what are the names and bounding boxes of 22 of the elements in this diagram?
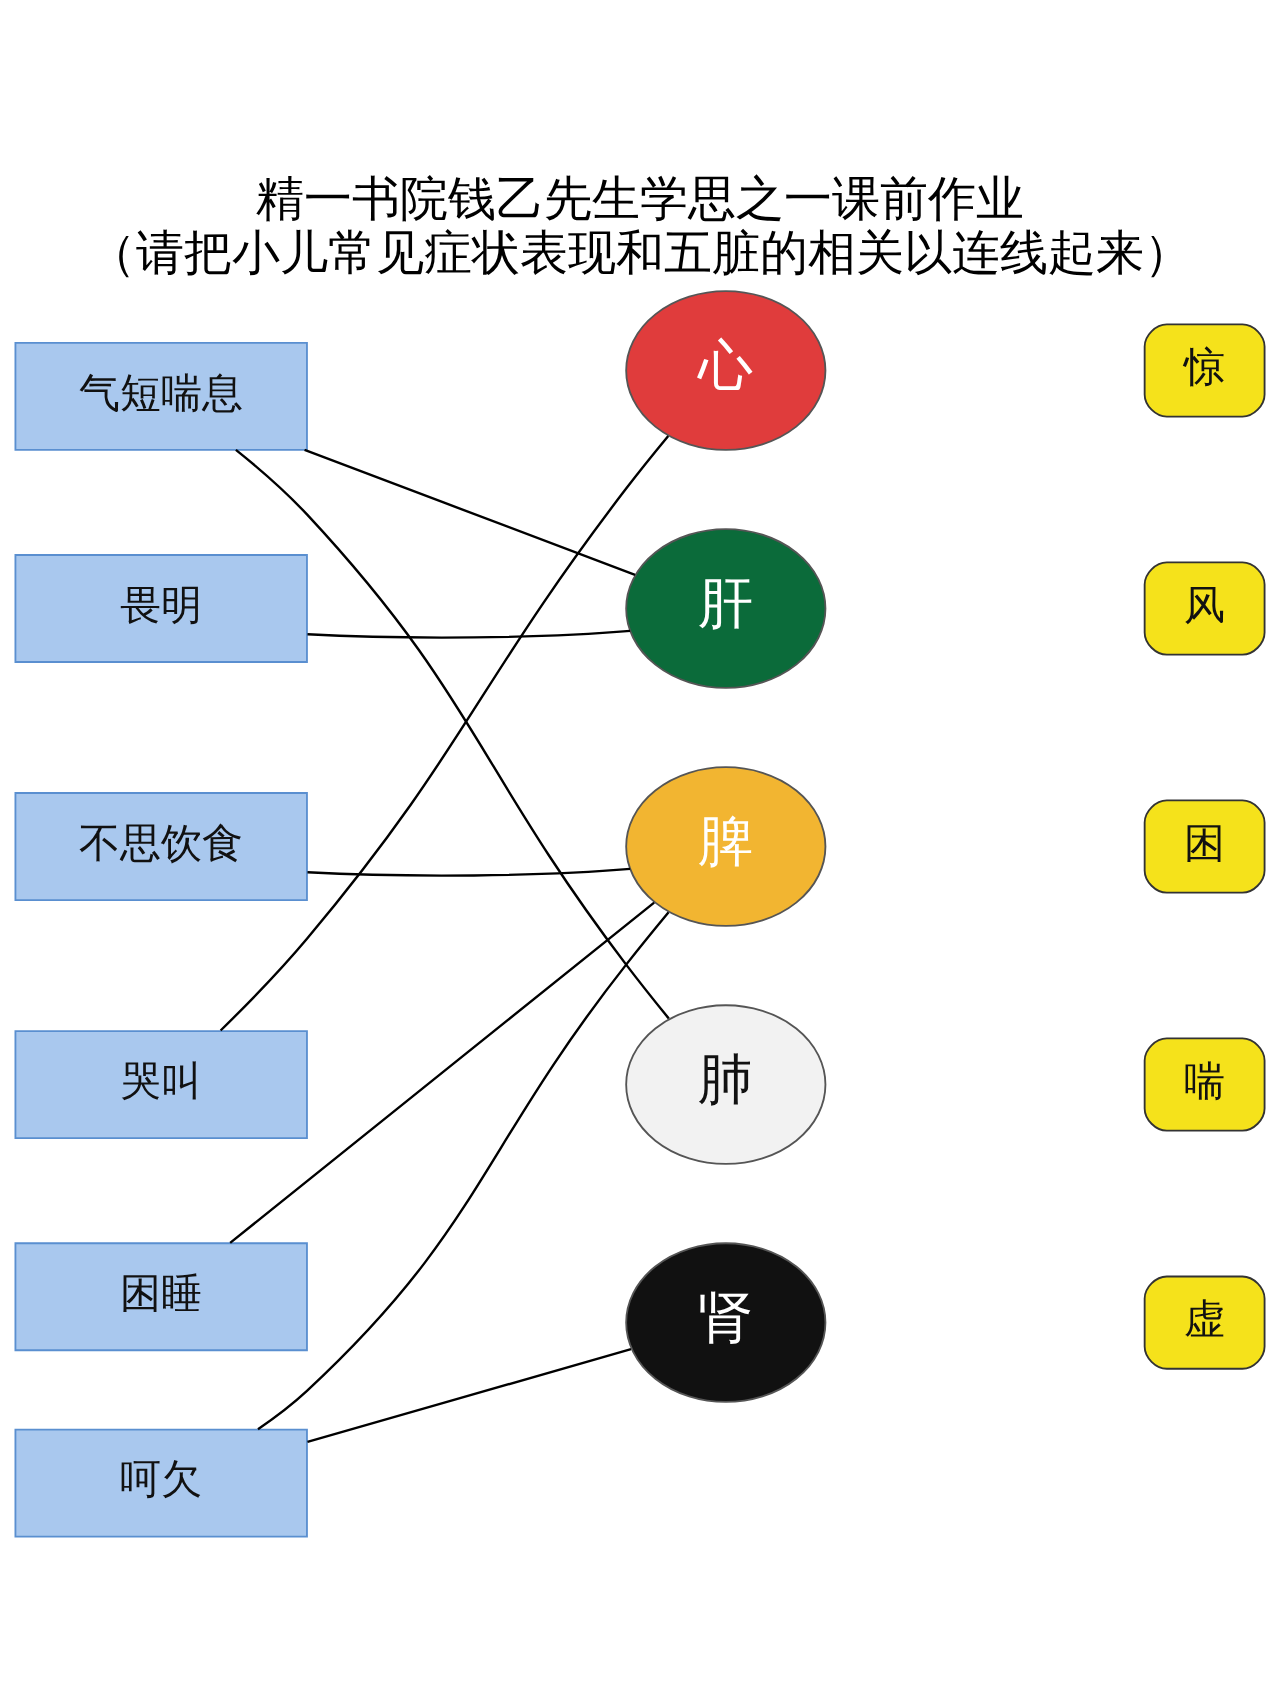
node-ellipse: 心 [625,290,827,451]
node-box: 惊 [1143,323,1266,418]
node-box: 困 [1143,799,1266,894]
node-box: 呵欠 [14,1428,308,1538]
node-ellipse: 脾 [625,766,827,927]
connector [304,448,636,577]
connector [307,1348,632,1443]
connector [307,629,631,639]
node-box: 哭叫 [14,1030,308,1139]
node-ellipse: 肾 [625,1242,827,1403]
connector [257,911,670,1431]
node-box: 喘 [1143,1037,1266,1132]
node-box: 畏明 [14,554,308,663]
connector [307,867,631,877]
node-box: 困睡 [14,1242,308,1352]
connector [229,901,655,1244]
node-ellipse: 肝 [625,528,827,689]
node-box: 风 [1143,561,1266,656]
node-box: 虚 [1143,1275,1266,1370]
node-box: 不思饮食 [14,792,308,901]
node-box: 气短喘息 [14,341,308,451]
node-ellipse: 肺 [625,1004,827,1165]
